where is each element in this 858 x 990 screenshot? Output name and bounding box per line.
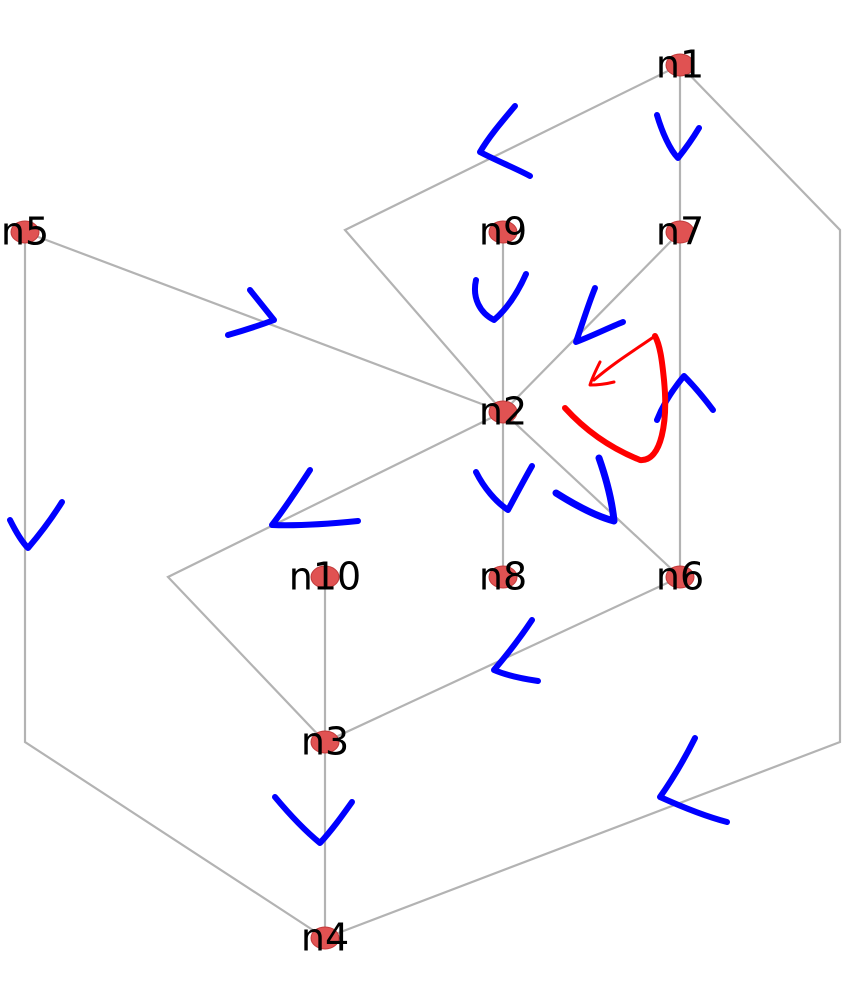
arrowhead-mark-n2-n6: [552, 454, 618, 525]
node-n10-dot: [310, 565, 340, 589]
edges: [23, 64, 842, 940]
node-n2-dot: [488, 400, 518, 424]
node-n8-label: n8: [479, 555, 527, 599]
arrowhead-mark-n5-n2: [225, 287, 277, 338]
arrowhead-mark-n6-n3: [491, 617, 541, 684]
node-n10-label: n10: [289, 555, 361, 599]
arrowhead-mark-n3-n4: [272, 794, 355, 846]
edge-n7-n2: [502, 231, 681, 413]
direction-marks: [7, 103, 730, 846]
arrowhead-mark-n1-n7: [654, 112, 702, 161]
edge-n5-n4: [23, 232, 326, 939]
arrowhead-mark-n9-n2: [472, 271, 529, 323]
cycle-arrow-curve: [562, 333, 669, 463]
node-n2-label: n2: [479, 390, 527, 434]
node-n9[interactable]: n9: [479, 210, 527, 254]
arrowhead-mark-n1-n4: [657, 735, 730, 825]
node-n7[interactable]: n7: [656, 210, 704, 254]
cycle-arrow-head: [588, 360, 616, 387]
node-n6-label: n6: [656, 555, 704, 599]
node-n9-dot: [488, 220, 518, 244]
node-n7-label: n7: [656, 210, 704, 254]
edge-n2-n3: [166, 411, 504, 743]
node-n8-dot: [488, 565, 518, 589]
arrowhead-mark-n1-n2: [477, 103, 533, 179]
arrowhead-mark-n2-n3: [269, 467, 361, 529]
edge-n1-n2: [343, 64, 681, 413]
arrowhead-mark-n2-n8: [473, 463, 535, 513]
nodes: n1 n2 n3 n4 n5 n6 n7 n8: [1, 43, 704, 960]
node-n4-dot: [310, 926, 340, 950]
node-n8[interactable]: n8: [479, 555, 527, 599]
edge-n1-n4: [324, 64, 842, 940]
node-n7-dot: [665, 220, 695, 244]
node-n5[interactable]: n5: [1, 210, 49, 254]
node-n4-label: n4: [301, 916, 349, 960]
node-n10[interactable]: n10: [289, 555, 361, 599]
node-n3-dot: [310, 730, 340, 754]
node-n2[interactable]: n2: [479, 390, 527, 434]
node-n3[interactable]: n3: [301, 720, 349, 764]
cycle-arrow-shaft: [592, 334, 657, 382]
node-n6-dot: [665, 565, 695, 589]
arrowhead-mark-n5-n4: [7, 499, 65, 551]
node-n5-label: n5: [1, 210, 49, 254]
node-n9-label: n9: [479, 210, 527, 254]
edge-n2-n6: [502, 411, 681, 578]
node-n1-label: n1: [656, 43, 704, 87]
cycle-mark: [562, 333, 669, 463]
node-n1-dot: [665, 53, 695, 77]
node-n1[interactable]: n1: [656, 43, 704, 87]
node-n6[interactable]: n6: [656, 555, 704, 599]
node-n5-dot: [10, 220, 40, 244]
node-n3-label: n3: [301, 720, 349, 764]
arrowhead-mark-n7-n2: [573, 285, 626, 345]
node-n4[interactable]: n4: [301, 916, 349, 960]
